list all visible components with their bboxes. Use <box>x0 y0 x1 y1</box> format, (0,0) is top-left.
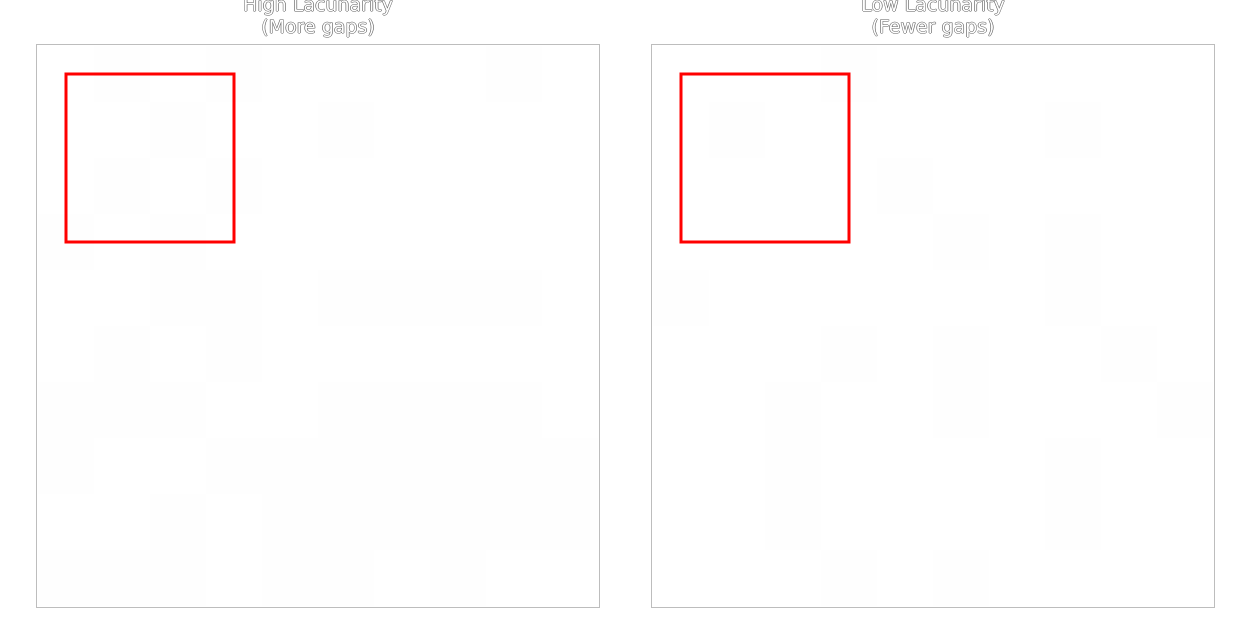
grid-cell <box>933 214 989 270</box>
grid-cell <box>374 382 430 438</box>
grid-cell <box>933 550 989 606</box>
grid-cell <box>486 270 542 326</box>
grid-cell <box>150 494 206 550</box>
grid-cell <box>150 270 206 326</box>
grid-cell <box>150 382 206 438</box>
panel-title-line2: (Fewer gaps) <box>871 16 995 38</box>
grid-cell <box>38 438 94 494</box>
grid-cell <box>430 438 486 494</box>
grid-panel-high-lacunarity <box>36 44 600 608</box>
grid-cell <box>374 494 430 550</box>
grid-cell <box>765 382 821 438</box>
grid-cell <box>709 102 765 158</box>
gliding-box <box>679 72 851 244</box>
grid-cell <box>486 46 542 102</box>
gliding-box <box>64 72 236 244</box>
panel-title-high-lacunarity: High Lacunarity (More gaps) <box>36 0 600 38</box>
grid-cell <box>94 550 150 606</box>
grid-cell <box>933 326 989 382</box>
grid-cell <box>1045 494 1101 550</box>
grid-cell <box>430 382 486 438</box>
grid-cell <box>821 550 877 606</box>
grid-cell <box>1045 270 1101 326</box>
grid-cell <box>1101 326 1157 382</box>
panel-title-line1: High Lacunarity <box>243 0 393 16</box>
grid-cell <box>262 494 318 550</box>
grid-cell <box>486 382 542 438</box>
grid-cell <box>94 158 150 214</box>
grid-cell <box>262 438 318 494</box>
grid-cell <box>318 382 374 438</box>
grid-cell <box>653 270 709 326</box>
grid-cell <box>821 326 877 382</box>
grid-cell <box>94 326 150 382</box>
grid-cell <box>486 438 542 494</box>
grid-cell <box>542 438 598 494</box>
grid-cell <box>430 550 486 606</box>
grid-cell <box>374 438 430 494</box>
grid-cell <box>933 382 989 438</box>
grid-cell <box>318 270 374 326</box>
panel-title-line2: (More gaps) <box>261 16 375 38</box>
grid-cell <box>94 382 150 438</box>
grid-cell <box>877 158 933 214</box>
panel-title-line1: Low Lacunarity <box>861 0 1005 16</box>
grid-cell <box>206 270 262 326</box>
grid-cell <box>1045 438 1101 494</box>
grid-cell <box>150 550 206 606</box>
grid-cell <box>542 494 598 550</box>
grid-cell <box>150 102 206 158</box>
grid-cell <box>206 438 262 494</box>
grid-cell <box>262 550 318 606</box>
panel-title-low-lacunarity: Low Lacunarity (Fewer gaps) <box>651 0 1215 38</box>
grid-cell <box>765 438 821 494</box>
grid-cell <box>318 438 374 494</box>
grid-cell <box>318 102 374 158</box>
grid-panel-low-lacunarity <box>651 44 1215 608</box>
grid-cell <box>374 270 430 326</box>
grid-cell <box>430 494 486 550</box>
grid-cell <box>318 494 374 550</box>
grid-cell <box>1045 102 1101 158</box>
grid-cell <box>486 494 542 550</box>
grid-cell <box>38 382 94 438</box>
grid-cell <box>1157 382 1213 438</box>
grid-cell <box>318 550 374 606</box>
grid-cell <box>38 550 94 606</box>
grid-cell <box>206 326 262 382</box>
grid-cell <box>765 494 821 550</box>
grid-cell <box>430 270 486 326</box>
grid-cell <box>1045 214 1101 270</box>
